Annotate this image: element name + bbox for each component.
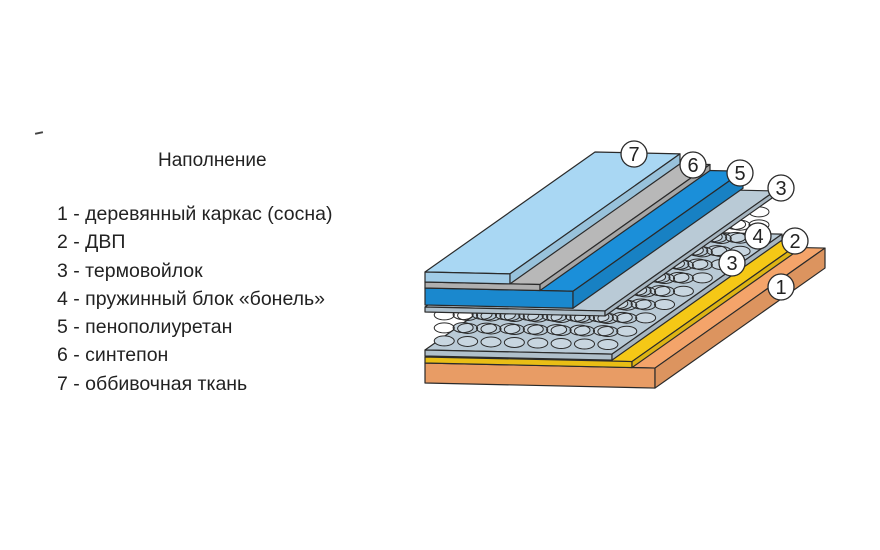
legend-item: 1 - деревянный каркас (сосна) xyxy=(57,203,333,225)
callout-2: 2 xyxy=(781,227,809,255)
callout-number: 1 xyxy=(775,277,786,299)
callout-6: 6 xyxy=(679,151,707,179)
callout-number: 3 xyxy=(775,178,786,200)
legend-list: 1 - деревянный каркас (сосна) 2 - ДВП 3 … xyxy=(57,200,332,398)
callout-number: 7 xyxy=(628,144,639,166)
legend-title: Наполнение xyxy=(158,150,267,171)
legend-item: 6 - синтепон xyxy=(57,344,169,367)
spring xyxy=(527,311,549,349)
spring xyxy=(654,273,676,311)
callout-number: 6 xyxy=(687,155,698,177)
layer-foam-front xyxy=(424,287,574,309)
legend-item: 4 - пружинный блок «бонель» xyxy=(57,287,326,310)
callout-7: 7 xyxy=(620,140,648,168)
spring xyxy=(503,310,525,348)
layer-fabric-front xyxy=(424,271,511,285)
spring xyxy=(672,259,694,297)
legend-item: 5 - пенополиуретан xyxy=(57,316,233,339)
callout-1: 1 xyxy=(767,273,795,301)
legend-item: 7 - оббивочная ткань xyxy=(57,372,248,395)
spring xyxy=(635,286,657,324)
spring xyxy=(550,311,572,349)
callout-number: 2 xyxy=(789,231,800,253)
layer-foam-side xyxy=(572,170,744,309)
spring xyxy=(433,309,455,347)
callout-4: 4 xyxy=(744,222,772,250)
callout-5: 5 xyxy=(726,159,754,187)
callout-3: 3 xyxy=(718,249,746,277)
spring xyxy=(573,312,595,350)
spring xyxy=(616,299,638,337)
spring xyxy=(480,310,502,348)
layer-sintepon-side xyxy=(539,163,711,292)
legend-item: 3 - термовойлок xyxy=(57,259,203,282)
legend-item: 2 - ДВП xyxy=(57,231,126,254)
callout-3: 3 xyxy=(767,174,795,202)
callout-number: 4 xyxy=(752,226,763,248)
callout-number: 5 xyxy=(734,163,745,185)
callout-number: 3 xyxy=(726,253,737,275)
